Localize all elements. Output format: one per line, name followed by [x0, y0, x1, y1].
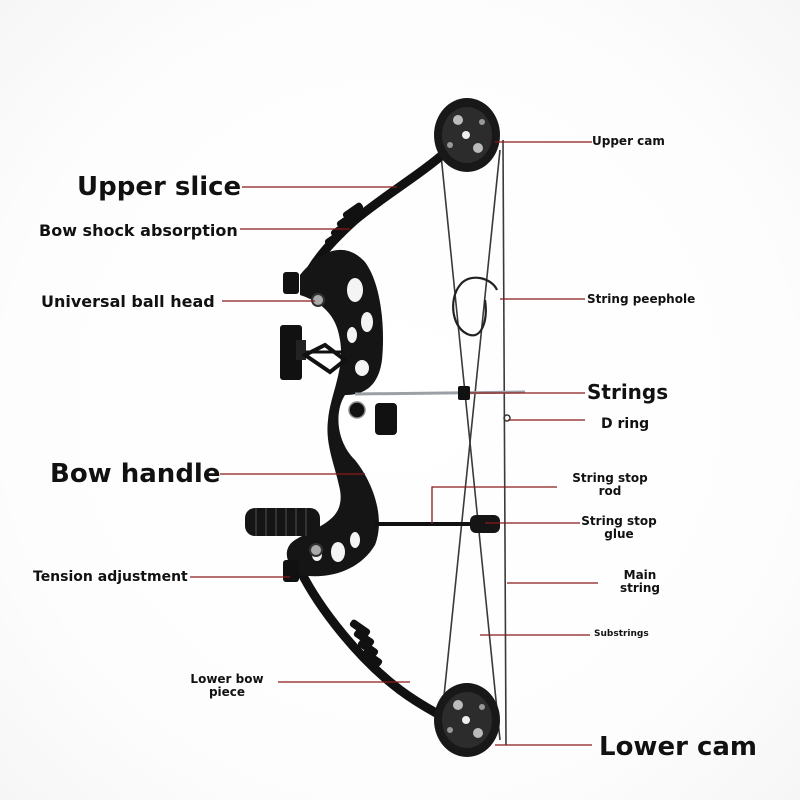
- d-ring-loop: [503, 414, 511, 422]
- leader-lines: [190, 141, 598, 746]
- arrow-shaft: [354, 390, 526, 396]
- label-upper-slice: Upper slice: [77, 172, 242, 202]
- upper-damper: [324, 202, 364, 247]
- label-lower-cam: Lower cam: [599, 732, 758, 762]
- lower-ball-head: [309, 543, 323, 557]
- label-lower-bow-piece-line2: piece: [208, 684, 246, 699]
- label-string-stop-rod-line1: String stop: [572, 471, 648, 485]
- label-lower-bow-piece: Lower bow piece: [186, 673, 268, 698]
- label-bow-shock-absorption: Bow shock absorption: [39, 221, 238, 240]
- lower-limb: [295, 565, 450, 723]
- label-string-stop-rod-line2: rod: [598, 483, 622, 498]
- lower-damper: [349, 619, 383, 667]
- lower-cam-wheel-icon: [434, 683, 500, 757]
- leader-string-stop-rod: [431, 486, 557, 524]
- label-main-string-line1: Main: [623, 568, 657, 582]
- label-strings: Strings: [587, 380, 669, 404]
- substring-line-b: [439, 149, 501, 736]
- label-string-stop-glue-line1: String stop: [581, 514, 657, 528]
- label-d-ring: D ring: [601, 416, 650, 432]
- label-string-stop-rod: String stop rod: [566, 472, 654, 497]
- string-stop-glue: [470, 515, 500, 533]
- bow-strings: [439, 139, 507, 746]
- label-string-stop-glue: String stop glue: [575, 515, 663, 540]
- label-main-string-line2: string: [619, 580, 661, 595]
- arrow-rest: [348, 401, 397, 435]
- peephole-loop: [452, 276, 499, 337]
- label-bow-handle: Bow handle: [50, 459, 221, 489]
- label-tension-adjustment: Tension adjustment: [33, 569, 188, 585]
- label-main-string: Main string: [604, 569, 676, 594]
- upper-ball-head: [311, 293, 325, 307]
- upper-tension-knob: [283, 272, 299, 294]
- label-universal-ball-head: Universal ball head: [41, 292, 215, 311]
- label-string-peephole: String peephole: [587, 292, 696, 306]
- label-string-stop-glue-line2: glue: [604, 526, 634, 541]
- label-substrings: Substrings: [594, 629, 649, 639]
- upper-limb: [307, 145, 453, 273]
- upper-cam-wheel-icon: [434, 98, 500, 172]
- label-lower-bow-piece-line1: Lower bow: [190, 672, 264, 686]
- bow-riser: [286, 249, 384, 577]
- lower-tension-knob: [283, 560, 299, 582]
- stabilizer: [245, 508, 320, 536]
- bow-sight: [280, 325, 349, 380]
- label-upper-cam: Upper cam: [592, 134, 665, 148]
- arrow-nock: [458, 386, 470, 400]
- main-string-line: [502, 139, 507, 746]
